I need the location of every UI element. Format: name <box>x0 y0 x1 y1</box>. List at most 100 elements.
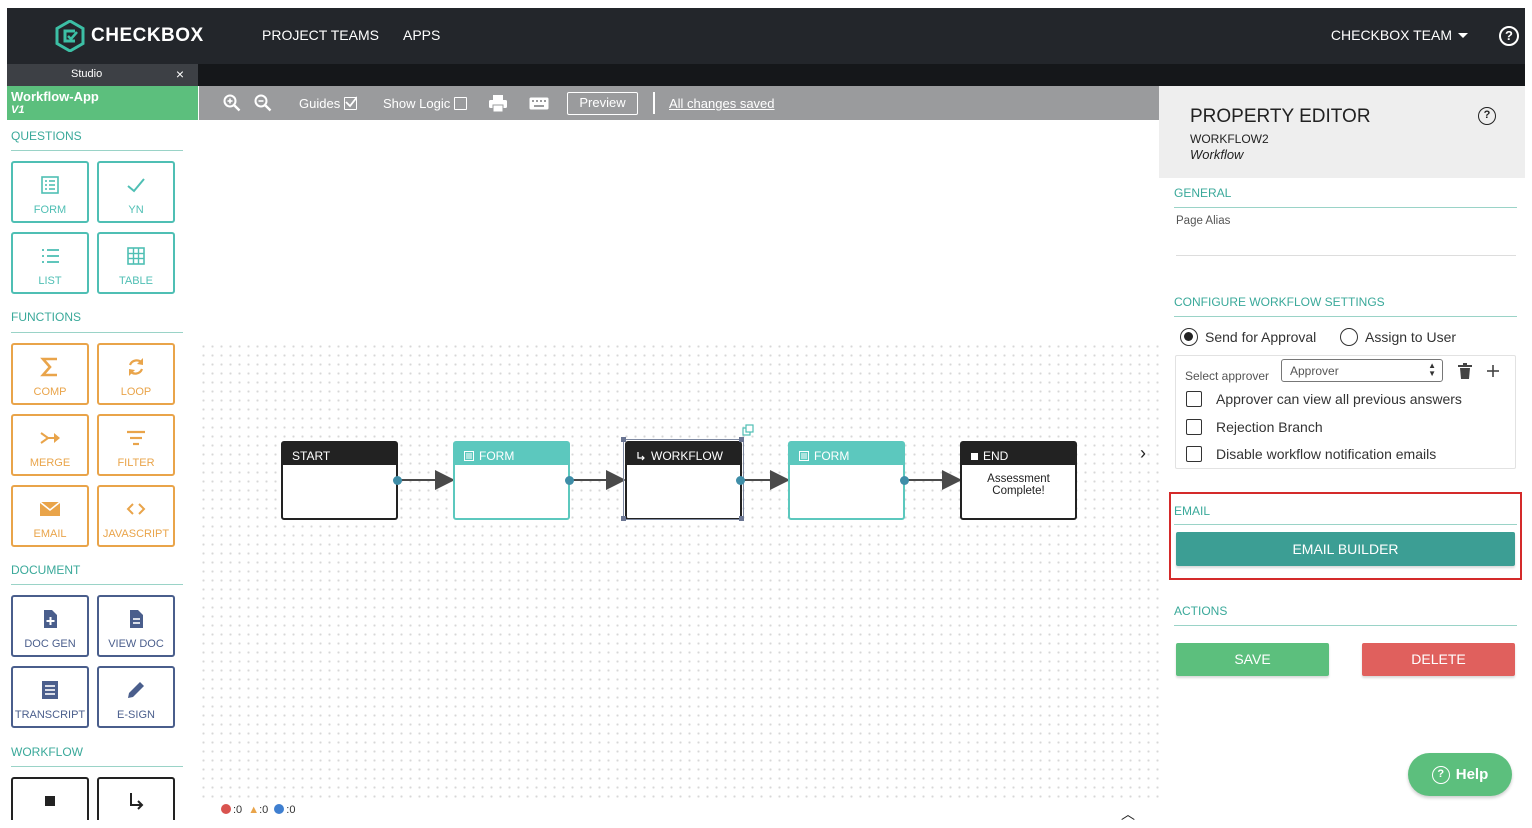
tile-transcript[interactable]: TRANSCRIPT <box>11 666 89 728</box>
resize-handle[interactable] <box>621 516 626 521</box>
team-menu-dropdown[interactable]: CHECKBOX TEAM <box>1331 27 1468 43</box>
project-version: V1 <box>11 104 25 116</box>
guides-checkbox[interactable] <box>344 96 358 110</box>
tile-list[interactable]: LIST <box>11 232 89 294</box>
tile-email[interactable]: EMAIL <box>11 485 89 547</box>
radio-send-for-approval-label[interactable]: Send for Approval <box>1205 329 1317 345</box>
canvas-toolbar: Guides Show Logic Preview All changes sa… <box>199 86 1159 120</box>
save-status-link[interactable]: All changes saved <box>669 96 775 111</box>
checkbox-rejection-branch-label[interactable]: Rejection Branch <box>1216 419 1323 435</box>
help-circle-icon[interactable]: ? <box>1478 107 1496 125</box>
workflow-canvas[interactable]: START FORM WORKFLOW FORM END <box>199 120 1159 822</box>
checkbox-logo[interactable]: CHECKBOX <box>55 18 204 54</box>
team-name: CHECKBOX TEAM <box>1330 27 1452 43</box>
tile-merge[interactable]: MERGE <box>11 414 89 476</box>
tile-e-sign[interactable]: E-SIGN <box>97 666 175 728</box>
tile-javascript-label: JAVASCRIPT <box>102 528 170 540</box>
error-count[interactable]: :0 <box>221 804 242 816</box>
close-icon[interactable]: × <box>175 66 184 82</box>
zoom-out-icon[interactable] <box>254 94 272 112</box>
tile-yn[interactable]: YN <box>97 161 175 223</box>
node-output-port[interactable] <box>565 476 574 485</box>
trash-icon[interactable] <box>1458 363 1472 379</box>
node-title: START <box>292 449 331 463</box>
help-circle-icon[interactable]: ? <box>1499 26 1519 46</box>
validation-status-bar: :0 ▲:0 :0 <box>221 804 295 816</box>
tile-filter[interactable]: FILTER <box>97 414 175 476</box>
copy-icon[interactable] <box>742 424 755 437</box>
node-end[interactable]: END Assessment Complete! <box>960 441 1077 520</box>
radio-assign-to-user[interactable] <box>1340 328 1358 346</box>
checkbox-rejection-branch[interactable] <box>1186 419 1202 435</box>
nav-apps[interactable]: APPS <box>403 27 441 43</box>
resize-handle[interactable] <box>739 516 744 521</box>
tile-workflow-step[interactable] <box>97 777 175 820</box>
node-output-port[interactable] <box>736 476 745 485</box>
radio-send-for-approval[interactable] <box>1180 328 1198 346</box>
tile-comp[interactable]: COMP <box>11 343 89 405</box>
tile-javascript[interactable]: JAVASCRIPT <box>97 485 175 547</box>
tile-view-doc[interactable]: VIEW DOC <box>97 595 175 657</box>
save-button[interactable]: SAVE <box>1176 643 1329 676</box>
checkbox-approver-view-answers-label[interactable]: Approver can view all previous answers <box>1216 391 1462 407</box>
tile-table[interactable]: TABLE <box>97 232 175 294</box>
node-output-port[interactable] <box>900 476 909 485</box>
tile-form[interactable]: FORM <box>11 161 89 223</box>
tile-loop[interactable]: LOOP <box>97 343 175 405</box>
tile-doc-gen-label: DOC GEN <box>24 638 76 650</box>
print-icon[interactable] <box>488 95 508 112</box>
show-logic-checkbox[interactable] <box>454 97 468 110</box>
section-divider <box>11 584 183 585</box>
checkbox-approver-view-answers[interactable] <box>1186 391 1202 407</box>
tile-comp-label: COMP <box>33 386 67 398</box>
tile-filter-label: FILTER <box>117 457 155 469</box>
node-header: WORKFLOW <box>627 443 740 465</box>
collapse-panel-chevron-icon[interactable]: › <box>1140 443 1146 463</box>
chevron-up-icon[interactable]: ︿ <box>1121 806 1135 822</box>
warning-count[interactable]: ▲:0 <box>248 804 269 816</box>
tile-view-doc-label: VIEW DOC <box>108 638 164 650</box>
email-builder-button[interactable]: EMAIL BUILDER <box>1176 532 1515 566</box>
zoom-in-icon[interactable] <box>223 94 241 112</box>
resize-handle[interactable] <box>621 437 626 442</box>
tile-doc-gen[interactable]: DOC GEN <box>11 595 89 657</box>
help-button[interactable]: ? Help <box>1408 753 1512 796</box>
checkbox-disable-notifications[interactable] <box>1186 446 1202 462</box>
select-approver-label: Select approver <box>1185 369 1270 383</box>
info-icon <box>274 804 285 814</box>
page-alias-input[interactable] <box>1176 255 1516 256</box>
keyboard-icon[interactable] <box>529 97 549 110</box>
preview-button[interactable]: Preview <box>567 92 638 115</box>
resize-handle[interactable] <box>739 437 744 442</box>
approver-select-value: Approver <box>1290 364 1339 378</box>
form-icon <box>13 174 87 196</box>
node-title: WORKFLOW <box>651 449 723 463</box>
info-count[interactable]: :0 <box>274 804 295 816</box>
loop-icon <box>99 356 173 378</box>
plus-icon[interactable] <box>1486 364 1500 378</box>
radio-assign-to-user-label[interactable]: Assign to User <box>1365 329 1457 345</box>
section-workflow-settings-title: CONFIGURE WORKFLOW SETTINGS <box>1174 295 1385 309</box>
sigma-icon <box>13 356 87 378</box>
form-icon <box>464 451 474 461</box>
tile-loop-label: LOOP <box>120 386 152 398</box>
node-start[interactable]: START <box>281 441 398 520</box>
approver-select[interactable]: Approver ▲▼ <box>1281 359 1443 382</box>
email-section-highlight <box>1169 492 1522 580</box>
tile-list-label: LIST <box>38 275 62 287</box>
guides-toggle[interactable]: Guides <box>299 96 358 111</box>
nav-project-teams[interactable]: PROJECT TEAMS <box>262 27 379 43</box>
tile-workflow-end[interactable] <box>11 777 89 820</box>
node-output-port[interactable] <box>393 476 402 485</box>
studio-tab-label: Studio <box>71 68 103 80</box>
studio-tab[interactable]: Studio × <box>7 64 198 86</box>
page-alias-label: Page Alias <box>1176 215 1231 227</box>
checkbox-disable-notifications-label[interactable]: Disable workflow notification emails <box>1216 446 1437 462</box>
doc-plus-icon <box>13 608 87 630</box>
node-workflow[interactable]: WORKFLOW <box>625 441 742 520</box>
node-form[interactable]: FORM <box>788 441 905 520</box>
selection-outline <box>623 439 744 520</box>
show-logic-toggle[interactable]: Show Logic <box>383 96 468 111</box>
node-form[interactable]: FORM <box>453 441 570 520</box>
delete-button[interactable]: DELETE <box>1362 643 1515 676</box>
